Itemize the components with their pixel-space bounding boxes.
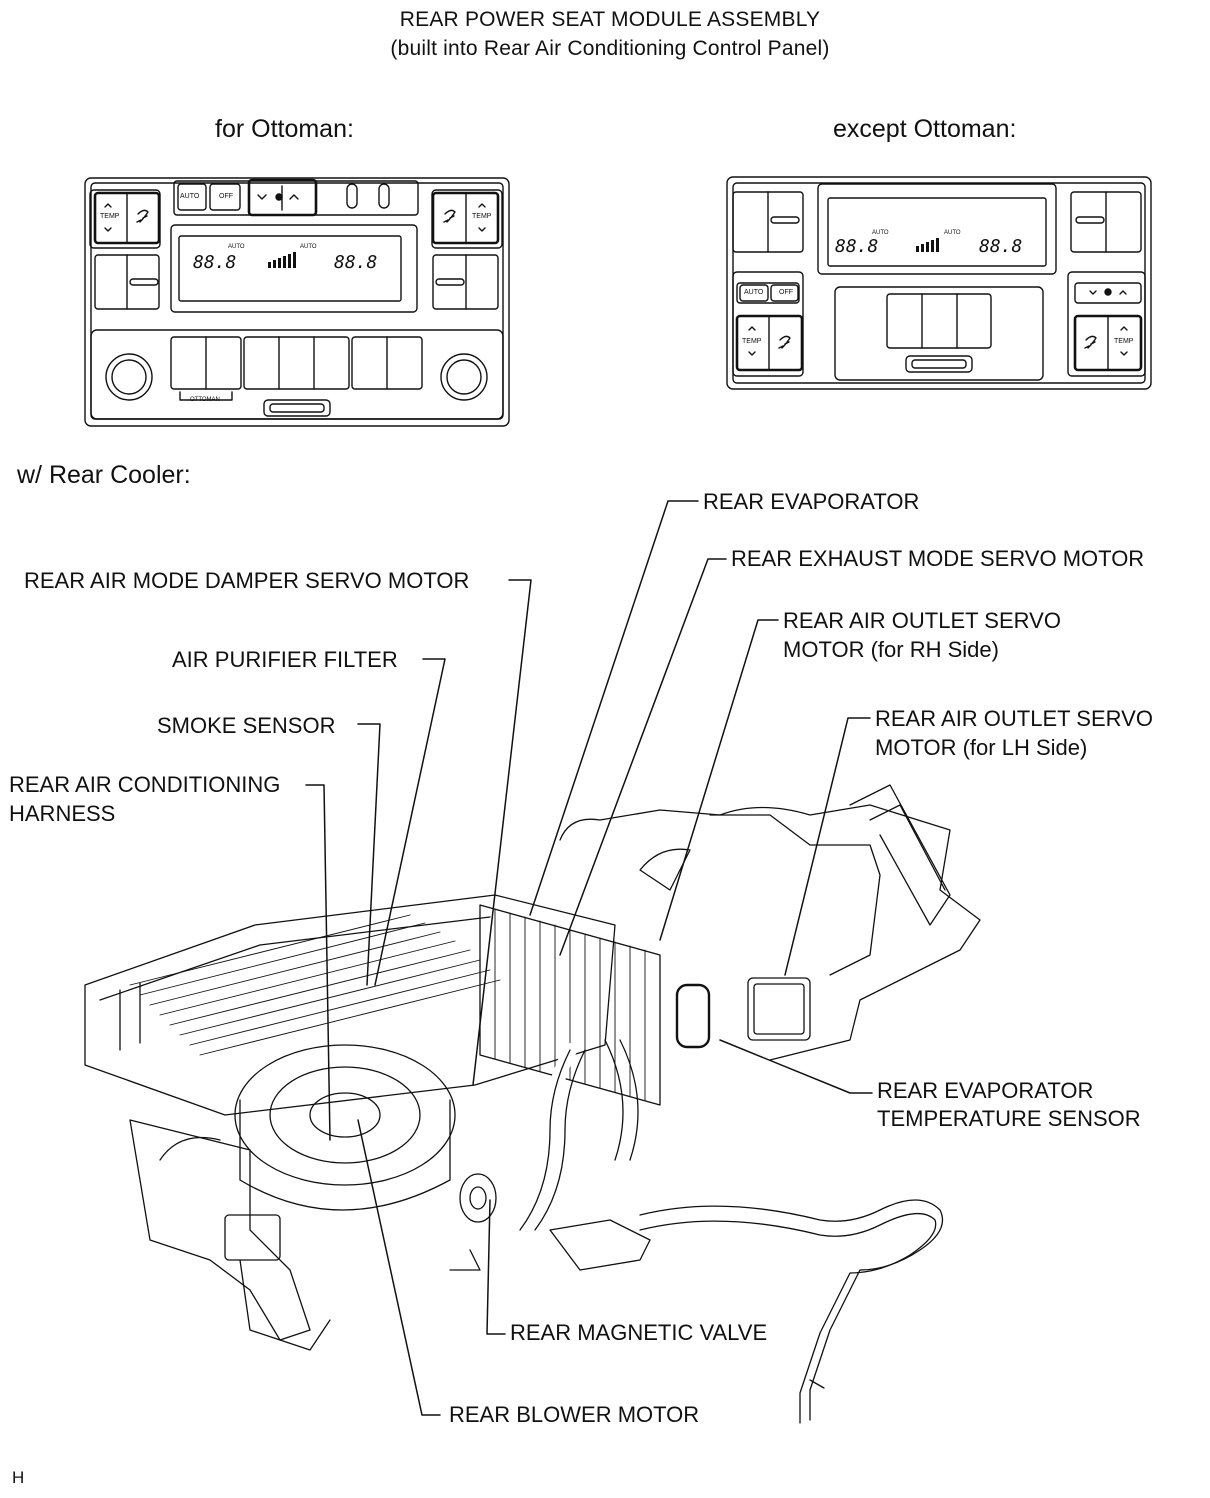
off-button-left[interactable] — [209, 183, 241, 211]
lcd-auto-label-left-a: AUTO — [228, 244, 245, 250]
lcd-auto-label-left-b: AUTO — [300, 244, 317, 250]
ottoman-label: OTTOMAN — [190, 397, 220, 403]
label-air-purifier-filter: AIR PURIFIER FILTER — [172, 647, 398, 672]
knob-left[interactable] — [105, 353, 153, 401]
label-rear-air-mode-damper-servo-motor: REAR AIR MODE DAMPER SERVO MOTOR — [24, 568, 470, 593]
fan-speed-button-left[interactable] — [247, 178, 318, 217]
off-label-right: OFF — [779, 289, 793, 296]
temp-label-left-b: TEMP — [472, 213, 492, 220]
except-ottoman-control-panel — [726, 176, 1152, 390]
temp-label-left-a: TEMP — [100, 213, 120, 220]
label-rear-air-outlet-servo-rh-line1: REAR AIR OUTLET SERVO — [783, 608, 1061, 633]
seat-switch-right-panel[interactable] — [886, 293, 992, 349]
lcd-auto-label-right-b: AUTO — [944, 230, 961, 236]
bottom-button-left-panel[interactable] — [263, 399, 331, 417]
off-button-right[interactable] — [770, 284, 799, 302]
auto-label-left: AUTO — [180, 193, 200, 200]
label-rear-air-outlet-servo-lh-line2: MOTOR (for LH Side) — [875, 735, 1088, 760]
auto-label-right: AUTO — [744, 289, 764, 296]
temp-label-right-a: TEMP — [742, 338, 762, 345]
label-smoke-sensor: SMOKE SENSOR — [157, 713, 336, 738]
label-rear-air-outlet-servo-lh-line1: REAR AIR OUTLET SERVO — [875, 706, 1153, 731]
lcd-display-left — [170, 224, 418, 313]
lcd-left-temp-right-panel: 88.8 — [835, 236, 879, 257]
temp-label-right-b: TEMP — [1114, 338, 1134, 345]
lcd-right-temp-right-panel: 88.8 — [979, 236, 1023, 257]
rear-cooler-section-title: w/ Rear Cooler: — [17, 461, 191, 489]
label-rear-magnetic-valve: REAR MAGNETIC VALVE — [510, 1320, 768, 1345]
off-label-left: OFF — [219, 193, 233, 200]
rear-cooler-unit-illustration — [84, 784, 981, 1424]
ottoman-panel-caption: for Ottoman: — [215, 115, 354, 143]
label-rear-exhaust-mode-servo-motor: REAR EXHAUST MODE SERVO MOTOR — [731, 546, 1145, 571]
leader-lines — [305, 500, 873, 1416]
page-subtitle: (built into Rear Air Conditioning Contro… — [390, 37, 830, 60]
label-rear-ac-harness-line1: REAR AIR CONDITIONING — [9, 772, 281, 797]
label-rear-evap-temp-sensor-line2: TEMPERATURE SENSOR — [877, 1106, 1141, 1131]
auto-button-right[interactable] — [739, 284, 769, 302]
lcd-display-right — [817, 183, 1057, 275]
knob-right[interactable] — [440, 353, 488, 401]
page-title: REAR POWER SEAT MODULE ASSEMBLY — [399, 8, 821, 31]
label-rear-air-outlet-servo-rh-line2: MOTOR (for RH Side) — [783, 637, 999, 662]
auto-button-left[interactable] — [177, 183, 207, 211]
label-rear-evaporator: REAR EVAPORATOR — [703, 489, 920, 514]
seat-switch-center[interactable] — [243, 336, 350, 390]
fan-speed-button-right[interactable] — [1074, 282, 1142, 304]
ottoman-control-panel — [84, 177, 510, 427]
label-rear-evap-temp-sensor-line1: REAR EVAPORATOR — [877, 1078, 1094, 1103]
lcd-auto-label-right-a: AUTO — [872, 230, 889, 236]
label-rear-ac-harness-line2: HARNESS — [9, 801, 116, 826]
figure-code: H — [12, 1468, 25, 1487]
bottom-button-right-panel[interactable] — [905, 355, 973, 373]
except-ottoman-panel-caption: except Ottoman: — [833, 115, 1017, 143]
lcd-right-temp-left-panel: 88.8 — [334, 252, 378, 273]
lcd-left-temp-left-panel: 88.8 — [193, 252, 237, 273]
label-rear-blower-motor: REAR BLOWER MOTOR — [449, 1402, 700, 1427]
